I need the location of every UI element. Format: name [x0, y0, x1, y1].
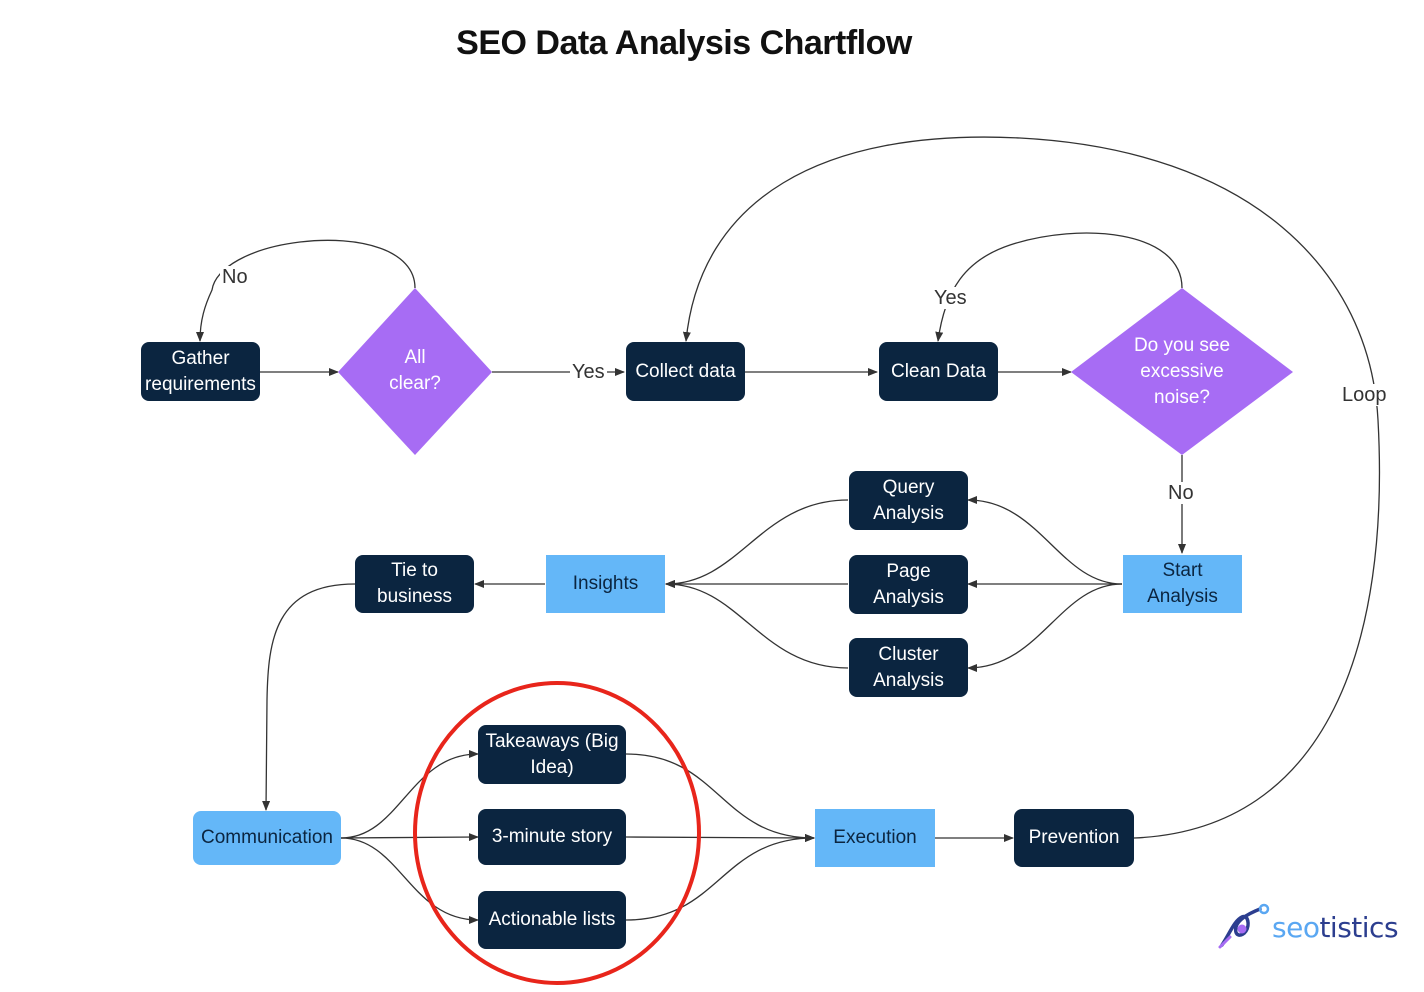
- noise-diamond: [1071, 288, 1293, 455]
- edge-label-yes-collect: Yes: [570, 361, 607, 383]
- insights-node: Insights: [546, 555, 665, 613]
- edge-comm-actionable: [340, 837, 479, 924]
- actionable-lists-node: Actionable lists: [478, 891, 626, 949]
- start-analysis-node: Start Analysis: [1123, 555, 1242, 613]
- all-clear-diamond: [338, 288, 492, 455]
- edge-label-no-top: No: [220, 266, 250, 288]
- clean-data-node: Clean Data: [879, 342, 998, 401]
- edge-allclear-no-gather: [196, 239, 416, 342]
- all-clear-label: All clear?: [389, 347, 441, 394]
- brand-prefix: seo: [1272, 910, 1320, 944]
- brand-suffix: tistics: [1319, 910, 1399, 944]
- page-analysis-node: Page Analysis: [849, 555, 968, 614]
- edge-takeaways-exec: [625, 753, 815, 842]
- page-title: SEO Data Analysis Chartflow: [456, 24, 912, 62]
- gather-requirements-node: Gather requirements: [141, 342, 260, 401]
- edge-tie-communication: [262, 583, 356, 811]
- noise-label: Do you see excessive noise?: [1133, 335, 1231, 408]
- edge-label-no-noise: No: [1166, 482, 1196, 504]
- collect-data-node: Collect data: [626, 342, 745, 401]
- cluster-analysis-node: Cluster Analysis: [849, 638, 968, 697]
- edge-query-insights: [665, 499, 849, 588]
- edge-label-loop: Loop: [1340, 384, 1389, 406]
- edge-comm-story: [340, 833, 479, 842]
- seotistics-logo: seotistics: [1216, 902, 1406, 952]
- query-analysis-node: Query Analysis: [849, 471, 968, 530]
- edge-start-query: [967, 496, 1123, 585]
- edge-story-exec: [625, 833, 815, 842]
- edge-label-yes-clean: Yes: [932, 287, 969, 309]
- edge-cluster-insights: [665, 580, 849, 669]
- highlight-circle: [413, 681, 701, 985]
- edge-start-cluster: [967, 583, 1123, 672]
- edge-prevention-loop-collect: [682, 136, 1381, 839]
- execution-node: Execution: [815, 809, 935, 867]
- communication-node: Communication: [193, 811, 341, 865]
- edge-actionable-exec: [625, 834, 815, 921]
- takeaways-node: Takeaways (Big Idea): [478, 725, 626, 784]
- brand-name: seotistics: [1272, 910, 1399, 944]
- edge-comm-takeaways: [340, 750, 479, 839]
- analytics-logo-icon: [1218, 903, 1270, 949]
- prevention-node: Prevention: [1014, 809, 1134, 867]
- tie-to-business-node: Tie to business: [355, 555, 474, 613]
- three-minute-story-node: 3-minute story: [478, 809, 626, 865]
